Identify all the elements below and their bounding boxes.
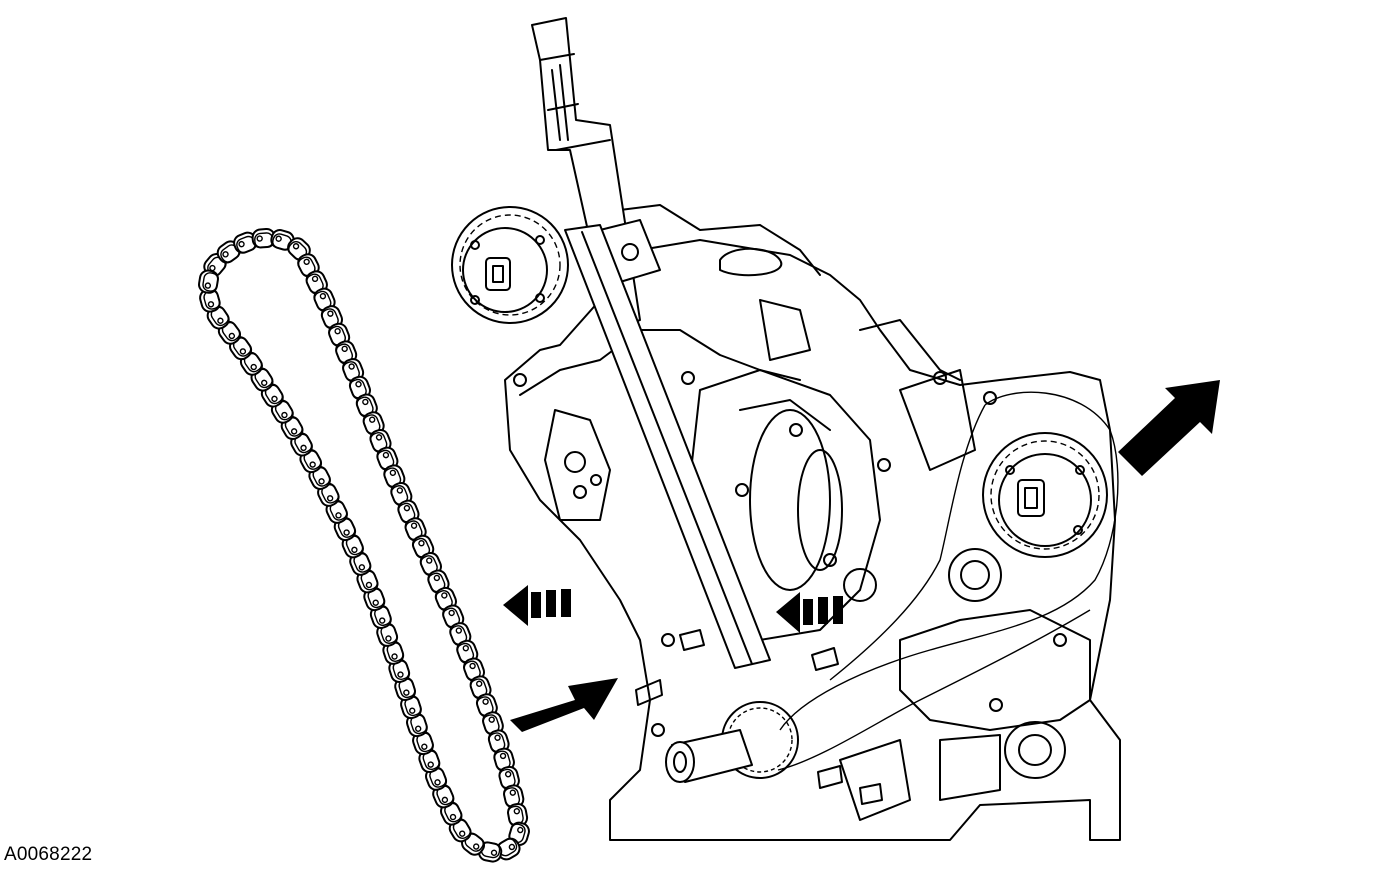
dashed-arrow-icon — [776, 592, 843, 633]
chain-link — [369, 604, 392, 629]
solid-arrow-icon — [1118, 380, 1220, 476]
dashed-arrow-icon — [503, 585, 571, 626]
chain-link — [496, 837, 521, 861]
chain-link — [376, 446, 399, 471]
chain-link — [469, 675, 492, 700]
chain-link — [507, 803, 529, 828]
figure-reference-code: A0068222 — [4, 844, 93, 865]
left-camshaft-sprocket — [451, 206, 569, 324]
chain-link — [198, 269, 219, 294]
chain-link — [449, 622, 472, 647]
right-camshaft-sprocket — [982, 432, 1108, 558]
installed-timing-chain — [777, 391, 1119, 771]
removed-timing-chain — [198, 227, 530, 863]
chain-link — [233, 231, 258, 254]
chain-link — [427, 569, 450, 594]
solid-arrow-icon — [510, 678, 618, 732]
chain-link — [412, 730, 434, 756]
chain-link — [376, 622, 399, 647]
chain-link — [418, 748, 441, 774]
crankshaft-sprocket — [665, 701, 799, 783]
timing-chain-guide — [564, 224, 771, 669]
